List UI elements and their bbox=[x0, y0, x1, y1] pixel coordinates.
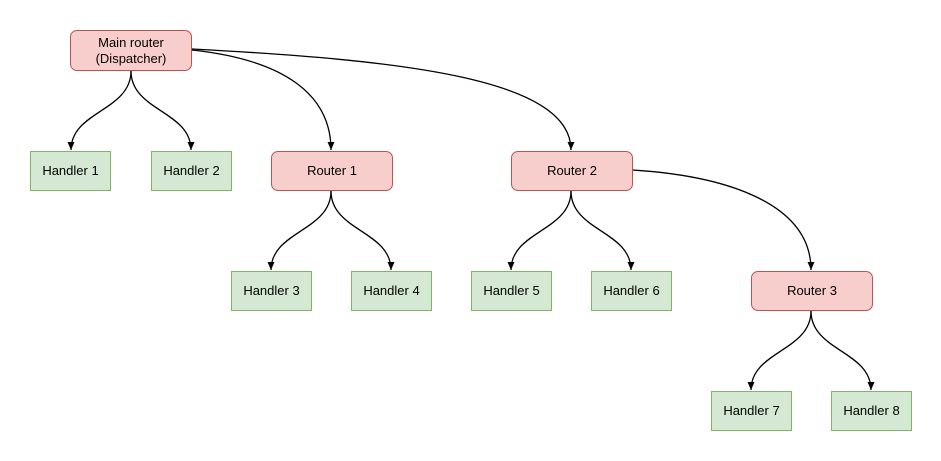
node-router-3-label: Router 3 bbox=[787, 283, 837, 298]
node-handler-4: Handler 4 bbox=[351, 271, 432, 311]
node-main-router-label-line2: (Dispatcher) bbox=[95, 50, 167, 66]
node-router-2: Router 2 bbox=[511, 151, 633, 191]
edge-router2-to-handler6 bbox=[570, 190, 635, 271]
node-handler-8-label: Handler 8 bbox=[843, 403, 900, 418]
node-handler-8: Handler 8 bbox=[831, 391, 912, 431]
node-handler-3-label: Handler 3 bbox=[243, 283, 300, 298]
node-handler-6-label: Handler 6 bbox=[603, 283, 660, 298]
edge-main-to-router1 bbox=[191, 49, 335, 151]
edge-router1-to-handler3 bbox=[267, 190, 332, 271]
node-router-1: Router 1 bbox=[271, 151, 393, 191]
node-handler-1-label: Handler 1 bbox=[42, 163, 99, 178]
edge-main-to-router2 bbox=[191, 48, 575, 151]
node-router-2-label: Router 2 bbox=[547, 163, 597, 178]
node-router-3: Router 3 bbox=[751, 271, 873, 311]
node-main-router: Main router (Dispatcher) bbox=[70, 30, 192, 71]
node-handler-5: Handler 5 bbox=[471, 271, 552, 311]
node-handler-2-label: Handler 2 bbox=[163, 163, 220, 178]
node-handler-4-label: Handler 4 bbox=[363, 283, 420, 298]
node-handler-6: Handler 6 bbox=[591, 271, 672, 311]
node-router-1-label: Router 1 bbox=[307, 163, 357, 178]
node-handler-7: Handler 7 bbox=[711, 391, 792, 431]
node-main-router-label-line1: Main router bbox=[98, 34, 164, 50]
edge-router1-to-handler4 bbox=[330, 190, 395, 271]
node-handler-5-label: Handler 5 bbox=[483, 283, 540, 298]
node-handler-3: Handler 3 bbox=[231, 271, 312, 311]
edge-main-to-handler1 bbox=[67, 70, 132, 151]
edge-main-to-handler2 bbox=[130, 70, 195, 151]
node-handler-2: Handler 2 bbox=[151, 151, 232, 191]
node-handler-7-label: Handler 7 bbox=[723, 403, 780, 418]
edge-router3-to-handler8 bbox=[810, 310, 875, 391]
node-handler-1: Handler 1 bbox=[30, 151, 111, 191]
edge-router2-to-handler5 bbox=[507, 190, 572, 271]
edge-router2-to-router3 bbox=[631, 169, 815, 271]
edge-router3-to-handler7 bbox=[747, 310, 812, 391]
